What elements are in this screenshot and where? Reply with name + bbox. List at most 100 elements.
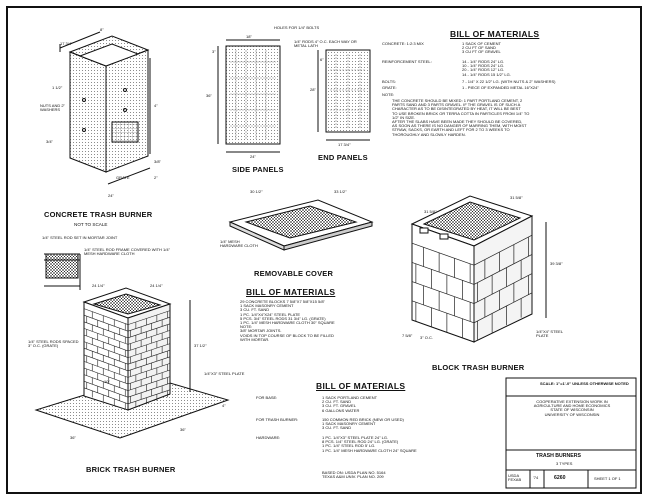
dim-label: 24 1/4" [92,283,105,288]
dim-label: 6" [320,57,324,62]
bom-block-items: 29 CONCRETE BLOCKS 7 5/8"X7 5/8"X15 5/8"… [240,299,335,342]
course-line [473,292,533,324]
course-line [127,363,171,378]
bom-item: 1 - PIECE OF EXPANDED METAL 16"X24" [462,85,539,90]
cover-title: REMOVABLE COVER [254,269,334,278]
bom-item: 150 COMMON RED BRICK (NEW OR USED) 1 SAC… [322,417,404,431]
dim-label: 24" [108,193,114,198]
dim-label: 3" [212,49,216,54]
dim-label: 36" [180,427,186,432]
course-line [127,310,171,325]
sheet-title: TRASH BURNERS [536,453,581,459]
bom-item: 7 - 1/4" X 22 1/2" LG. (WITH NUTS & 2" W… [462,79,556,84]
course-line [83,347,129,365]
dim-label: 17 3/4" [60,41,73,46]
plate-label: 1/4"X4" STEEL PLATE [536,329,563,339]
course-line [83,341,129,358]
concrete-note: THE CONCRETE SHOULD BE MIXED: 1 PART POR… [392,98,530,137]
course-line [83,361,129,378]
bom-item: 1 SACK PORTLAND CEMENT 2 CU. FT. SAND 3 … [322,395,378,413]
course-line [127,349,171,365]
course-line [127,323,171,339]
bom-item: 1 PC. 1/4"X3" STEEL PLATE 24" LG. 8 PCS.… [322,435,417,453]
concrete-burner-drawing [59,31,151,185]
dim-label: 3/8" [154,159,161,164]
course-line [411,300,475,324]
mortar-joint-detail [44,253,81,290]
dim-label: 18" [246,34,252,39]
dim-label: 33 1/2" [334,189,347,194]
course-line [83,380,129,398]
course-line [83,328,129,345]
dim-label: 17 3/4" [338,142,351,147]
dim-label: 24" [250,154,256,159]
grate-label: GRATE [116,175,130,180]
course-line [83,314,129,332]
sheet-subtitle: 3 TYPES [556,461,573,466]
scale-note: SCALE: 1"=1'-0" UNLESS OTHERWISE NOTED [540,381,629,386]
rods-grate-label: 1/4" STEEL RODS SPACED 3" O.C. (GRATE) [28,339,79,349]
course-line [411,281,475,304]
title-block-frame [505,377,637,489]
dim-label: 3/4" [46,139,53,144]
bom-row-label: BOLTS: [382,79,396,84]
course-line [83,321,129,339]
course-line [473,273,533,304]
course-line [127,343,171,358]
rods-note: 1/4" RODS 4" O.C. EACH WAY OR METAL LATH [294,39,357,49]
concrete-burner-title: CONCRETE TRASH BURNER [44,210,153,219]
dim-label: 7 5/8" [402,333,413,338]
course-line [127,382,171,398]
bom-block-title: BILL OF MATERIALS [246,287,336,297]
course-line [411,242,475,266]
course-line [83,367,129,385]
based-on: BASED ON: USDA PLAN NO. 5164 TEXAS A&M U… [322,470,386,480]
bom-item: 1 SACK OF CEMENT 2 CU FT OF SAND 3 CU FT… [462,41,501,55]
brick-burner-drawing [34,287,230,439]
dim-label: 37 1/2" [194,343,207,348]
course-line [83,308,129,325]
bom-item: 14 - 1/4" RODS 24" LG. 10 - 1/4" RODS 24… [462,59,511,77]
dim-label: 1 1/2" [52,85,63,90]
bom-row-label: FOR TRASH BURNER: [256,417,299,422]
course-line [473,234,533,266]
block-burner-title: BLOCK TRASH BURNER [432,363,525,372]
bom-row-label: HARDWARE: [256,435,281,440]
side-panels-title: SIDE PANELS [232,165,284,174]
course-line [411,262,475,285]
dim-label: 2" [154,175,158,180]
removable-cover-drawing [228,199,374,251]
mesh-label: 1/4" MESH HARDWARE CLOTH [220,239,258,249]
end-panels-title: END PANELS [318,153,368,162]
course-line [83,334,129,352]
plan-number: 6260 [554,475,566,481]
bom-row-label: REINFORCEMENT STEEL: [382,59,432,64]
dim-label: 3" O.C. [420,335,433,340]
dim-label: 10" [104,379,110,384]
mortar-note-2: 1/4" STEEL ROD FRAME COVERED WITH 1/4" M… [84,247,171,257]
dim-label: 24 1/4" [150,283,163,288]
sheet-label: SHEET 1 OF 1 [594,476,621,481]
dim-label: 4" [154,103,158,108]
bom-row-label: GRATE: [382,85,397,90]
drawing-sheet [6,6,642,494]
dim-label: 30 1/2" [250,189,263,194]
dim-label: 31 5/8" [424,209,437,214]
course-line [127,316,171,332]
nuts-label: NUTS AND 2" WASHERS [40,103,65,113]
side-panel-drawing [217,39,281,153]
course-line [127,330,171,345]
course-line [127,389,171,405]
bom-row-label: FOR BASE: [256,395,278,400]
dim-label: 4" [222,403,226,408]
end-panel-drawing [317,49,371,141]
course-line [127,376,171,391]
course-line [473,254,533,285]
dim-label: 28" [310,87,316,92]
concrete-burner-subtitle: NOT TO SCALE [74,222,108,227]
plan-code-label: USDA FEXAB [508,473,522,483]
institution: COOPERATIVE EXTENSION WORK IN AGRICULTUR… [533,399,611,417]
course-line [83,387,129,405]
bom-row-label: CONCRETE: 1:2:3 MIX [382,41,424,46]
